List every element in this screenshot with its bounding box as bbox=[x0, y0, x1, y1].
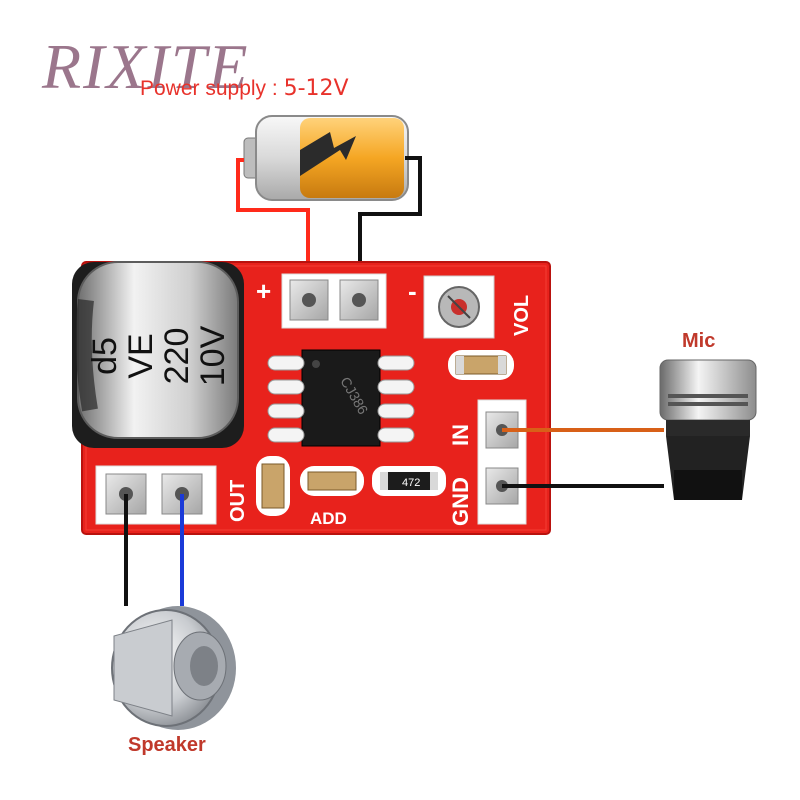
watermark-logo: RIXITE bbox=[42, 31, 250, 102]
power-supply-text: Power supply : bbox=[140, 77, 278, 100]
battery-negative-wire bbox=[358, 156, 422, 300]
capacitor-component bbox=[72, 261, 244, 448]
add-marking: ADD bbox=[310, 509, 347, 528]
volume-potentiometer bbox=[423, 275, 495, 339]
speaker-label: Speaker bbox=[128, 734, 206, 756]
capacitor-text-line2: VE bbox=[122, 333, 160, 378]
out-marking: OUT bbox=[227, 480, 249, 522]
amplifier-ic bbox=[267, 349, 415, 447]
capacitor-text-line4: 10V bbox=[194, 325, 232, 386]
minus-marking: - bbox=[408, 276, 417, 306]
microphone-icon bbox=[659, 359, 757, 500]
smd-capacitor-top bbox=[448, 350, 514, 380]
speaker-icon bbox=[111, 606, 236, 730]
smd-resistor bbox=[372, 466, 446, 496]
smd-capacitor-bottom bbox=[256, 456, 364, 516]
mic-label: Mic bbox=[682, 330, 716, 352]
resistor-marking: 472 bbox=[402, 477, 420, 489]
battery-positive-wire bbox=[236, 158, 310, 300]
power-supply-voltage: 5-12V bbox=[283, 76, 349, 101]
vol-marking: VOL bbox=[511, 295, 533, 336]
capacitor-text-line1: d5 bbox=[86, 337, 124, 375]
power-supply-label: Power supply : 5-12V bbox=[140, 76, 349, 101]
mic-terminal-pads bbox=[477, 399, 527, 525]
capacitor-text-line3: 220 bbox=[158, 328, 196, 385]
battery-icon bbox=[243, 115, 409, 201]
in-marking: IN bbox=[448, 424, 473, 446]
gnd-marking: GND bbox=[448, 477, 473, 526]
plus-marking: + bbox=[256, 276, 271, 306]
power-terminal-pads bbox=[281, 273, 387, 329]
speaker-terminal-pads bbox=[95, 465, 217, 525]
